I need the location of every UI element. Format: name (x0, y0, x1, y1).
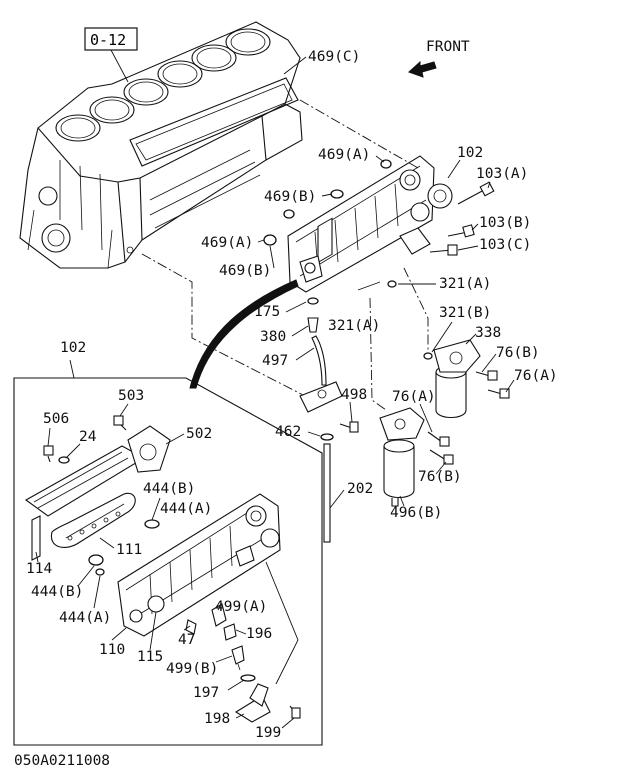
label-502: 502 (186, 426, 212, 442)
oil-filter-upper (423, 339, 510, 419)
inset-label: 102 (60, 340, 86, 356)
bolt-103b (447, 224, 475, 238)
label-24: 24 (79, 429, 97, 445)
image-code: 050A0211008 (14, 753, 110, 769)
inset-detail-box: 102 (13, 340, 323, 746)
label-498: 498 (341, 387, 367, 403)
label-114: 114 (26, 561, 52, 577)
label-469b-1: 469(B) (264, 189, 316, 205)
label-103a: 103(A) (476, 166, 528, 182)
label-444b-1: 444(B) (143, 481, 195, 497)
label-47: 47 (178, 632, 195, 648)
alignment-line-2 (141, 253, 306, 397)
front-direction-indicator: FRONT (408, 39, 470, 78)
alignment-line-3 (403, 267, 429, 352)
label-111: 111 (116, 542, 142, 558)
front-arrow-icon (408, 60, 437, 78)
label-469c: 469(C) (308, 49, 360, 65)
drain-pipe-202 (320, 433, 334, 543)
label-103b: 103(B) (479, 215, 531, 231)
alignment-line-4 (369, 297, 387, 411)
bolt-103c (429, 244, 458, 256)
bolt-103a (457, 181, 495, 205)
label-444b-2: 444(B) (31, 584, 83, 600)
label-197: 197 (193, 685, 219, 701)
oil-cooler-assembly (263, 155, 495, 293)
label-469a-2: 469(A) (201, 235, 253, 251)
label-469a-1: 469(A) (318, 147, 370, 163)
label-102-top: 102 (457, 145, 483, 161)
label-175: 175 (254, 304, 280, 320)
label-321a-2: 321(A) (328, 318, 380, 334)
label-503: 503 (118, 388, 144, 404)
label-469b-2: 469(B) (219, 263, 271, 279)
cooler-cover-plates (24, 445, 146, 576)
inset-bracket-502 (43, 415, 171, 529)
label-497: 497 (262, 353, 288, 369)
reference-box-label: 0-12 (90, 31, 126, 49)
reference-box: 0-12 (84, 27, 138, 83)
oil-pipe-assembly (299, 297, 359, 433)
engine-block (19, 21, 303, 269)
label-321a-1: 321(A) (439, 276, 491, 292)
label-496b: 496(B) (390, 505, 442, 521)
oil-filter-lower (379, 407, 454, 507)
label-76b-2: 76(B) (418, 469, 462, 485)
label-110: 110 (99, 642, 125, 658)
label-198: 198 (204, 711, 230, 727)
label-499b: 499(B) (166, 661, 218, 677)
label-76a-1: 76(A) (514, 368, 558, 384)
inset-small-parts (185, 561, 301, 723)
label-202: 202 (347, 481, 373, 497)
label-506: 506 (43, 411, 69, 427)
label-321b: 321(B) (439, 305, 491, 321)
front-label: FRONT (426, 39, 470, 55)
label-115: 115 (137, 649, 163, 665)
label-462: 462 (275, 424, 301, 440)
label-338: 338 (475, 325, 501, 341)
label-76a-2: 76(A) (392, 389, 436, 405)
callout-labels: 469(C) 469(A) 102 103(A) 469(B) 103(B) 4… (26, 49, 558, 741)
label-380: 380 (260, 329, 286, 345)
detail-callout-arrow (189, 279, 299, 389)
label-444a-2: 444(A) (59, 610, 111, 626)
alignment-line-1 (299, 99, 419, 169)
inset-cooler-body-110 (117, 493, 281, 637)
label-76b-1: 76(B) (496, 345, 540, 361)
label-103c: 103(C) (479, 237, 531, 253)
label-199: 199 (255, 725, 281, 741)
label-444a-1: 444(A) (160, 501, 212, 517)
label-196: 196 (246, 626, 272, 642)
label-499a: 499(A) (215, 599, 267, 615)
